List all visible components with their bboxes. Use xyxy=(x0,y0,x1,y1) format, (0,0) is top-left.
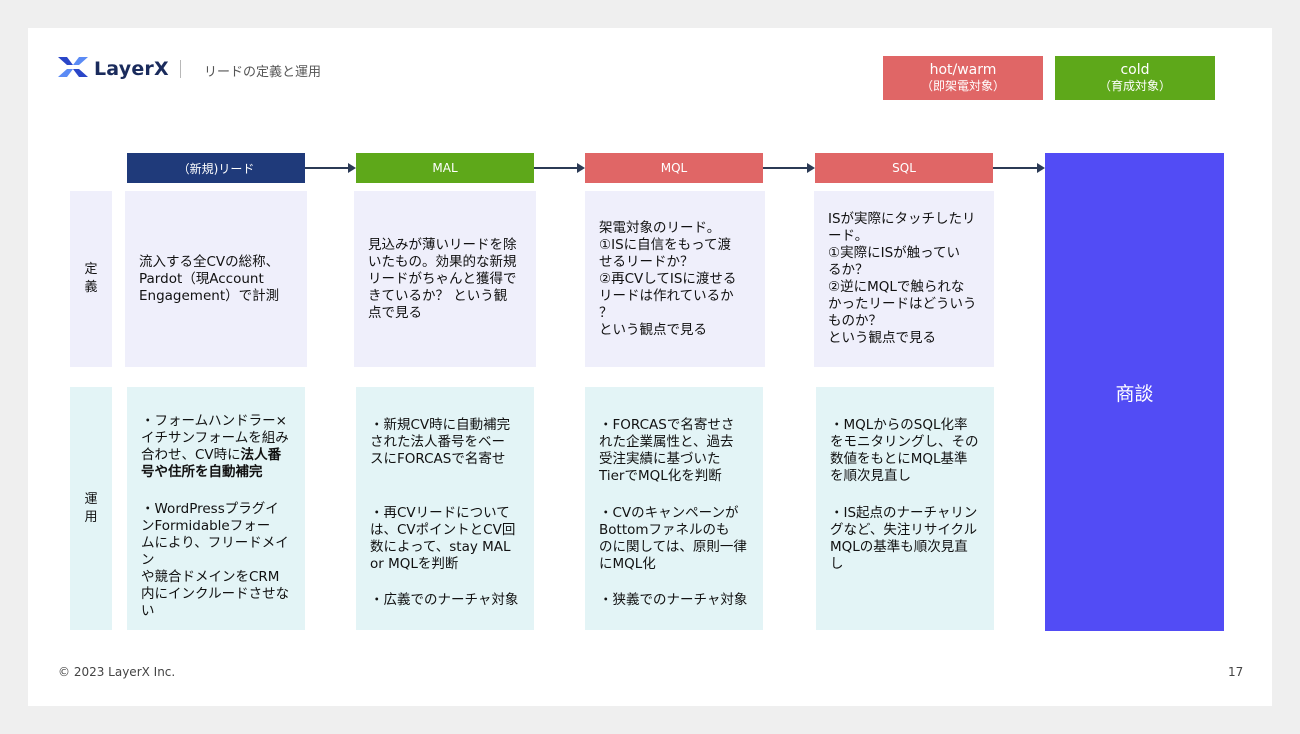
operation-paragraph: ・再CVリードについて は、CVポイントとCV回 数によって、stay MAL … xyxy=(370,505,516,572)
definition-mal: 見込みが薄いリードを除 いたもの。効果的な新規 リードがちゃんと獲得で きている… xyxy=(354,191,536,367)
operation-paragraph: ・狭義でのナーチャ対象 xyxy=(599,592,748,608)
operation-paragraph: ・広義でのナーチャ対象 xyxy=(370,592,519,608)
row-label-definition: 定 義 xyxy=(70,191,112,367)
row-label-operation-char: 運 xyxy=(84,491,98,507)
operation-mal: ・新規CV時に自動補完 された法人番号をベー スにFORCASで名寄せ ・再CV… xyxy=(356,387,534,630)
row-label-operation-char: 用 xyxy=(84,509,98,525)
operation-paragraph: ・MQLからのSQL化率 をモニタリングし、その 数値をもとにMQL基準 を順次… xyxy=(830,417,979,484)
flow-arrow xyxy=(534,163,585,173)
operation-paragraph: ・IS起点のナーチャリン グなど、失注リサイクル MQLの基準も順次見直 し xyxy=(830,505,978,572)
layerx-logo-icon xyxy=(58,55,88,83)
flow-arrow xyxy=(763,163,815,173)
operation-lead: ・フォームハンドラー× イチサンフォームを組み 合わせ、CV時に法人番 号や住所… xyxy=(127,387,305,630)
row-label-definition-char: 定 xyxy=(84,262,98,277)
legend-cold-label: cold xyxy=(1120,62,1150,78)
stage-mal-label: MAL xyxy=(432,161,458,175)
stage-sql: SQL xyxy=(815,153,993,183)
flow-arrow xyxy=(993,163,1045,173)
operation-paragraph: ・FORCASで名寄せさ れた企業属性と、過去 受注実績に基づいた TierでM… xyxy=(599,417,735,484)
operation-paragraph: ・新規CV時に自動補完 された法人番号をベー スにFORCASで名寄せ xyxy=(370,417,511,467)
legend-cold-sub: （育成対象） xyxy=(1098,79,1171,93)
legend-cold: cold （育成対象） xyxy=(1055,56,1215,100)
operation-mql: ・FORCASで名寄せさ れた企業属性と、過去 受注実績に基づいた TierでM… xyxy=(585,387,763,630)
stage-lead-label: （新規)リード xyxy=(177,161,255,176)
definition-sql: ISが実際にタッチしたリ ード。 ①実際にISが触ってい るか？ ②逆にMQLで… xyxy=(814,191,994,367)
stage-deal: 商談 xyxy=(1045,153,1224,631)
operation-highlight: 法人番 号や住所を自動補完 xyxy=(141,447,282,480)
operation-paragraph: ・フォームハンドラー× イチサンフォームを組み 合わせ、CV時に法人番 号や住所… xyxy=(141,413,289,480)
definition-text: ISが実際にタッチしたリ ード。 ①実際にISが触ってい るか？ ②逆にMQLで… xyxy=(828,211,977,346)
legend-hot-warm: hot/warm （即架電対象） xyxy=(883,56,1043,100)
operation-paragraph: ・CVのキャンペーンが Bottomファネルのも のに関しては、原則一律 にMQ… xyxy=(599,505,747,572)
stage-deal-label: 商談 xyxy=(1115,382,1154,405)
definition-lead: 流入する全CVの総称、 Pardot（現Account Engagement）で… xyxy=(125,191,307,367)
stage-lead: （新規)リード xyxy=(127,153,305,183)
stage-mql-label: MQL xyxy=(660,161,688,175)
slide: LayerX リードの定義と運用 hot/warm （即架電対象） cold （… xyxy=(28,28,1272,706)
brand-name: LayerX xyxy=(94,58,169,80)
page-number: 17 xyxy=(1228,665,1244,679)
definition-mql: 架電対象のリード。 ①ISに自信をもって渡 せるリードか？ ②再CVしてISに渡… xyxy=(585,191,765,367)
row-label-operation: 運 用 xyxy=(70,387,112,630)
stage-sql-label: SQL xyxy=(892,161,916,175)
row-label-definition-char: 義 xyxy=(84,280,98,295)
definition-text: 流入する全CVの総称、 Pardot（現Account Engagement）で… xyxy=(139,253,280,304)
stage-mql: MQL xyxy=(585,153,763,183)
operation-paragraph: ・WordPressプラグイ ンFormidableフォー ムにより、フリードメ… xyxy=(141,501,290,619)
legend-hot-warm-sub: （即架電対象） xyxy=(920,79,1005,93)
stage-mal: MAL xyxy=(356,153,534,183)
brand: LayerX xyxy=(58,56,169,82)
flow-arrow xyxy=(305,163,356,173)
header-divider xyxy=(180,60,181,78)
definition-text: 見込みが薄いリードを除 いたもの。効果的な新規 リードがちゃんと獲得で きている… xyxy=(368,236,517,321)
copyright: © 2023 LayerX Inc. xyxy=(58,665,176,679)
page-title: リードの定義と運用 xyxy=(204,65,322,80)
operation-sql: ・MQLからのSQL化率 をモニタリングし、その 数値をもとにMQL基準 を順次… xyxy=(816,387,994,630)
legend-hot-warm-label: hot/warm xyxy=(929,62,997,78)
definition-text: 架電対象のリード。 ①ISに自信をもって渡 せるリードか？ ②再CVしてISに渡… xyxy=(599,219,737,338)
